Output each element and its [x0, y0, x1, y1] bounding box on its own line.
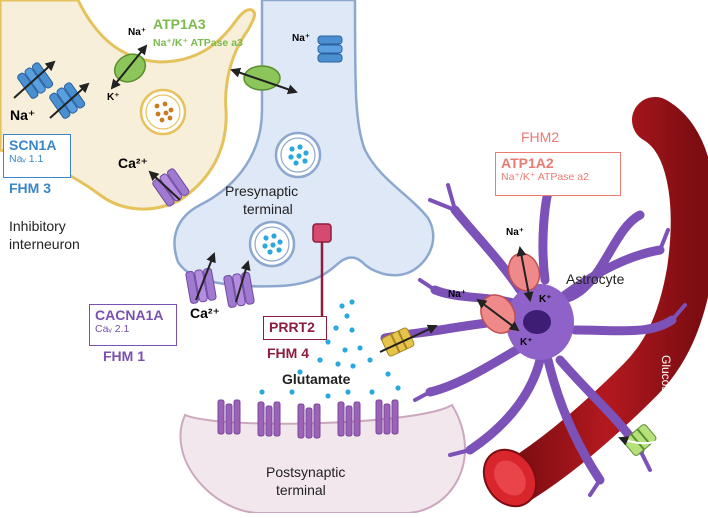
- presynaptic-label-line1: Presynaptic: [225, 183, 299, 199]
- postsynaptic-label-line1: Postsynaptic: [266, 464, 346, 480]
- cacna1a-label: CACNA1A: [95, 307, 164, 323]
- na-astrocyte-upper-label: Na⁺: [506, 227, 525, 238]
- astrocyte-transporter: [379, 324, 438, 357]
- presynaptic-label-line2: terminal: [243, 201, 293, 217]
- glutamate-label: Glutamate: [282, 371, 351, 387]
- scn1a-channels: [13, 60, 90, 119]
- blood-vessel: [482, 97, 708, 508]
- scn1a-label: SCN1A: [9, 137, 57, 153]
- interneuron-label-line1: Inhibitory: [9, 218, 66, 234]
- na-pump-interneuron-label: Na⁺: [128, 27, 147, 38]
- cacna1a-box: CACNA1A Caᵥ 2.1: [89, 304, 177, 346]
- k-astrocyte-lower-label: K⁺: [520, 337, 533, 348]
- atp1a2-pump-lower: [476, 294, 520, 334]
- glutamate-receptors: [217, 399, 399, 439]
- atp1a2-box: ATP1A2 Na⁺/K⁺ ATPase a2: [495, 152, 621, 196]
- prrt2-label: PRRT2: [269, 319, 315, 335]
- fhm2-label: FHM2: [521, 129, 560, 145]
- fhm3-label: FHM 3: [9, 180, 51, 196]
- vesicle-presynaptic-lower: [248, 220, 296, 268]
- nav-label: Naᵥ 1.1: [9, 153, 44, 165]
- postsynaptic-label-line2: terminal: [276, 482, 326, 498]
- atp1a2-sublabel: Na⁺/K⁺ ATPase a2: [501, 171, 589, 183]
- atp1a3-pump-presynaptic: [230, 65, 298, 95]
- prrt2-protein: [312, 223, 332, 318]
- glucose-transporter: [618, 419, 681, 456]
- na-channel-presynaptic: [317, 35, 343, 63]
- astrocyte-nucleus: [523, 310, 551, 334]
- cav-label: Caᵥ 2.1: [95, 323, 130, 335]
- prrt2-box: PRRT2: [263, 316, 327, 340]
- atp1a2-label: ATP1A2: [501, 155, 554, 171]
- vesicle-presynaptic-upper: [274, 131, 322, 179]
- na-ion-label: Na⁺: [10, 107, 36, 123]
- cacna1a-channel-interneuron: [148, 168, 190, 207]
- scn1a-box: SCN1A Naᵥ 1.1: [3, 134, 71, 178]
- cacna1a-channels: [185, 252, 255, 308]
- vesicle-interneuron: [139, 88, 187, 136]
- interneuron-label-line2: interneuron: [9, 236, 80, 252]
- atp1a2-pump-upper: [507, 246, 541, 302]
- glucose-label: Glucose: [659, 355, 673, 400]
- ca-ion-interneuron-label: Ca²⁺: [118, 155, 148, 171]
- k-astrocyte-upper-label: K⁺: [539, 294, 552, 305]
- fhm4-label: FHM 4: [267, 345, 309, 361]
- atp1a3-pump-interneuron: [110, 44, 148, 90]
- na-astrocyte-lower-label: Na⁺: [448, 289, 467, 300]
- astrocyte-label: Astrocyte: [566, 271, 625, 287]
- atp1a3-label: ATP1A3: [153, 16, 206, 32]
- ca-ion-presynaptic-label: Ca²⁺: [190, 305, 220, 321]
- k-pump-interneuron-label: K⁺: [107, 92, 120, 103]
- atp1a3-sublabel: Na⁺/K⁺ ATPase a3: [153, 37, 243, 49]
- na-channel-presynaptic-label: Na⁺: [292, 33, 311, 44]
- fhm1-label: FHM 1: [103, 348, 145, 364]
- glutamate-molecules: [259, 299, 401, 399]
